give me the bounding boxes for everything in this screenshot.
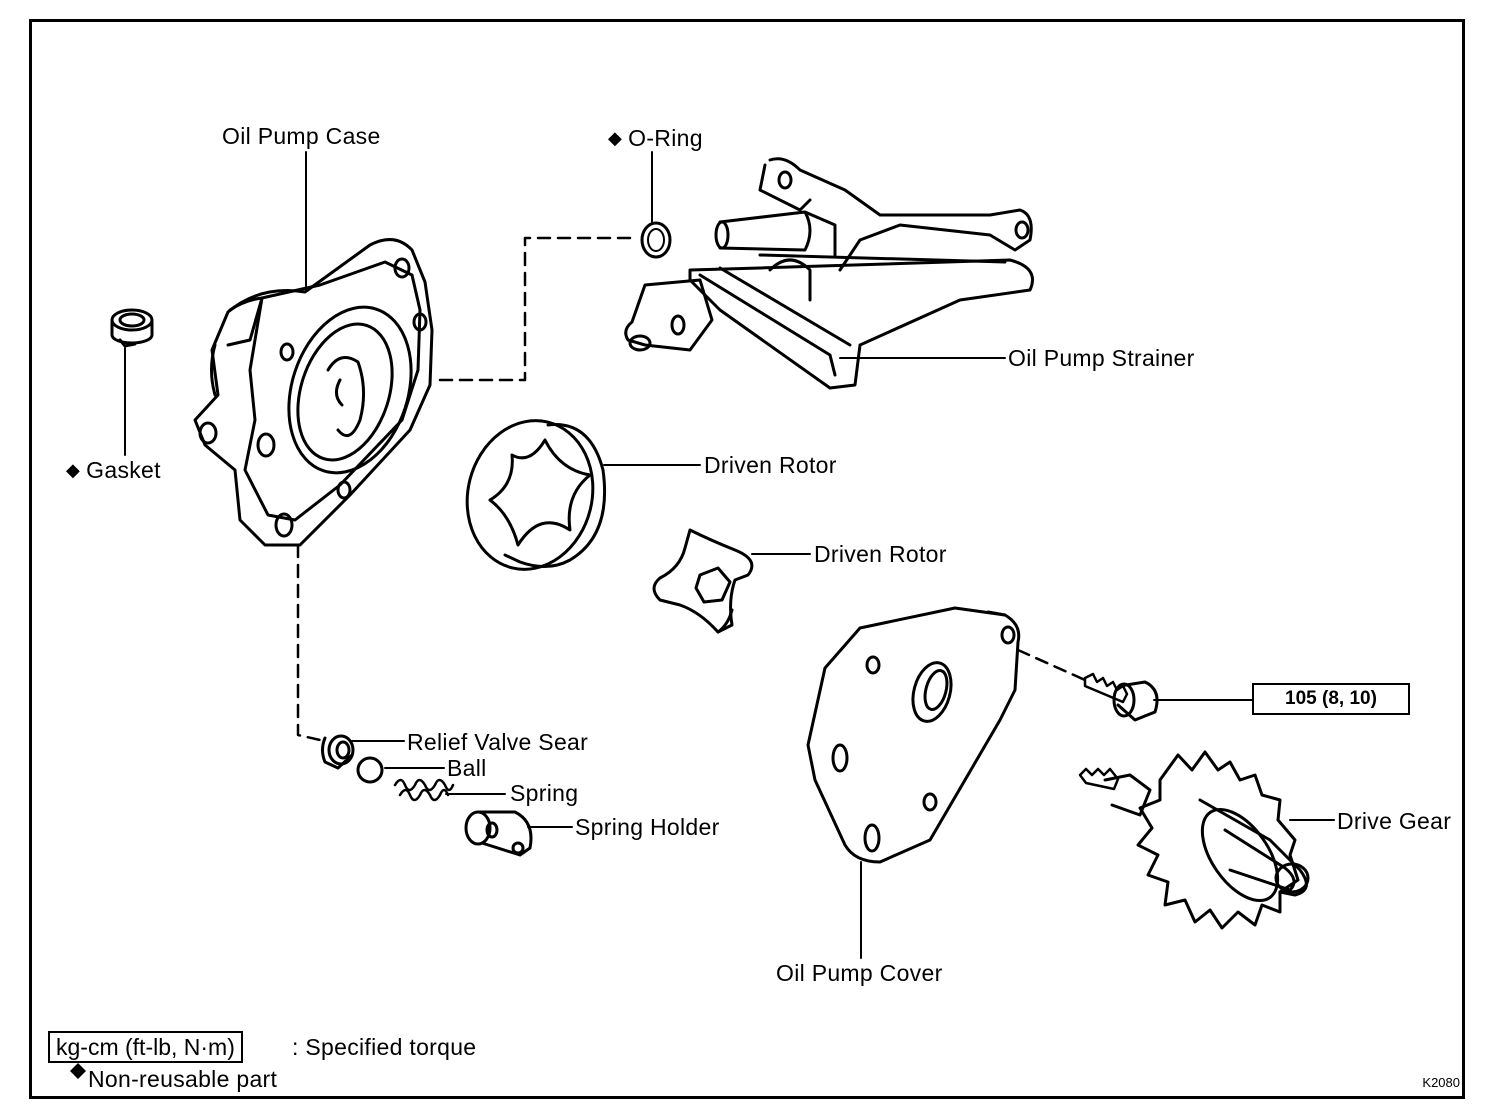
label-gasket-text: Gasket	[86, 457, 161, 483]
label-oil-pump-strainer: Oil Pump Strainer	[1008, 345, 1195, 371]
relief-valve-drawing	[321, 734, 533, 857]
bolt-drawing	[1083, 672, 1159, 722]
legend-torque-units-box: kg-cm (ft-lb, N·m)	[48, 1031, 243, 1063]
driven-rotor-outer-drawing	[465, 419, 607, 571]
label-driven-rotor-outer: Driven Rotor	[704, 452, 837, 478]
label-driven-rotor-inner: Driven Rotor	[814, 541, 947, 567]
label-oil-pump-case: Oil Pump Case	[222, 123, 381, 149]
label-spring: Spring	[510, 780, 579, 806]
figure-frame	[29, 19, 1465, 1099]
label-relief-valve-seat: Relief Valve Sear	[407, 729, 589, 755]
drive-gear-drawing	[1078, 750, 1310, 930]
legend-torque-text: : Specified torque	[292, 1034, 477, 1060]
label-oil-pump-cover: Oil Pump Cover	[776, 960, 943, 986]
label-o-ring: O-Ring	[608, 125, 703, 153]
label-gasket: Gasket	[66, 457, 161, 485]
leader-lines	[124, 151, 1335, 959]
torque-spec-box: 105 (8, 10)	[1252, 683, 1410, 715]
oil-pump-cover-drawing	[806, 606, 1021, 864]
gasket-drawing	[110, 308, 154, 348]
oil-pump-strainer-drawing	[624, 157, 1034, 390]
legend-non-reusable-text: Non-reusable part	[88, 1066, 278, 1092]
o-ring-drawing	[640, 221, 672, 259]
label-drive-gear: Drive Gear	[1337, 808, 1452, 834]
driven-rotor-inner-drawing	[652, 528, 754, 634]
diamond-icon	[70, 1063, 86, 1079]
label-spring-holder: Spring Holder	[575, 814, 720, 840]
label-ball: Ball	[447, 755, 487, 781]
oil-pump-case-drawing	[193, 238, 434, 547]
assembly-dashed-lines	[296, 236, 1087, 742]
figure-code: K2080	[1422, 1075, 1460, 1090]
label-o-ring-text: O-Ring	[628, 125, 703, 151]
